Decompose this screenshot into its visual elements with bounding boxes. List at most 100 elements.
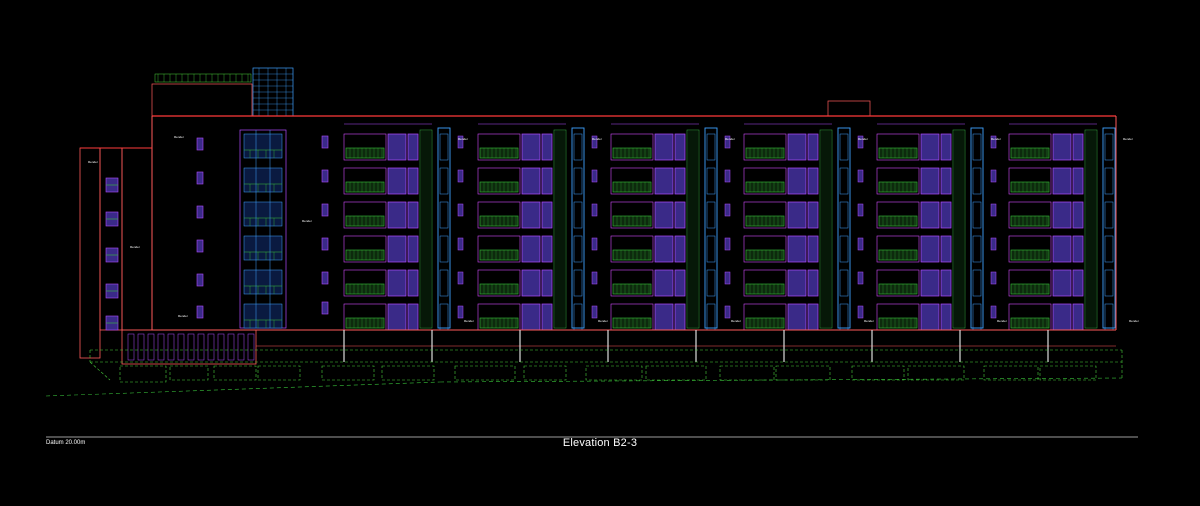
balcony-rail: [878, 283, 918, 295]
apartment-window: [920, 133, 940, 161]
balcony-rail: [479, 181, 519, 193]
roof-hatch: [827, 100, 871, 117]
stair-window: [990, 203, 997, 217]
apartment-bay: [743, 123, 864, 331]
apartment-bay: [610, 123, 731, 331]
balcony-frame: [343, 133, 387, 161]
apartment-bay: [477, 123, 598, 331]
cladding-column: [704, 127, 718, 329]
louvre-screen: [819, 129, 833, 329]
material-label: Render: [88, 160, 98, 164]
stair-window: [457, 135, 464, 149]
apartment-window: [654, 167, 674, 195]
balcony-frame: [743, 201, 787, 229]
stair-window: [724, 271, 731, 285]
balcony-rail: [612, 317, 652, 329]
planter-bed: [523, 365, 567, 381]
apartment-window: [787, 201, 807, 229]
stair-window: [321, 169, 329, 183]
wing-outer: [79, 147, 101, 359]
apartment-window: [920, 269, 940, 297]
roof-railing: [154, 73, 252, 83]
balcony-rail: [878, 317, 918, 329]
podium: [121, 329, 1116, 365]
apartment-window: [674, 303, 686, 331]
apartment-window: [1072, 167, 1084, 195]
apartment-window: [674, 167, 686, 195]
balcony-frame: [343, 201, 387, 229]
material-label: Render: [1129, 319, 1139, 323]
apartment-window: [940, 133, 952, 161]
stair-window: [724, 169, 731, 183]
stair-window: [990, 169, 997, 183]
balcony-rail: [878, 249, 918, 261]
stair-window: [857, 135, 864, 149]
apartment-window: [387, 201, 407, 229]
apartment-window: [521, 201, 541, 229]
apartment-window: [940, 201, 952, 229]
balcony-rail: [1010, 317, 1050, 329]
balcony-rail: [878, 215, 918, 227]
stair-window: [857, 305, 864, 319]
material-label: Render: [458, 137, 468, 141]
apartment-window: [387, 167, 407, 195]
balcony-frame: [743, 235, 787, 263]
balcony-frame: [743, 133, 787, 161]
apartment-window: [674, 133, 686, 161]
planter-bed: [645, 365, 707, 381]
balcony-rail: [479, 283, 519, 295]
cladding-column: [571, 127, 585, 329]
balcony-frame: [477, 201, 521, 229]
apartment-window: [654, 133, 674, 161]
balcony-frame: [343, 235, 387, 263]
apartment-window: [1072, 303, 1084, 331]
balcony-frame: [610, 269, 654, 297]
roof-plant-room: [151, 83, 253, 117]
planter-bed: [169, 365, 209, 381]
balcony-rail: [745, 249, 785, 261]
stair-window: [990, 271, 997, 285]
balcony-rail: [479, 147, 519, 159]
ground-landscape: [89, 349, 1123, 383]
balcony-rail: [479, 215, 519, 227]
balcony-rail: [345, 317, 385, 329]
balcony-rail: [1010, 181, 1050, 193]
apartment-window: [541, 167, 553, 195]
stair-window: [591, 169, 598, 183]
apartment-window: [920, 303, 940, 331]
ground-slope: [45, 381, 441, 397]
material-label: Render: [592, 137, 602, 141]
stair-window: [196, 305, 204, 319]
balcony-frame: [1008, 269, 1052, 297]
apartment-window: [674, 201, 686, 229]
stair-window: [857, 237, 864, 251]
balcony-frame: [876, 269, 920, 297]
left-wing: [79, 147, 153, 359]
cladding-column: [1102, 127, 1116, 329]
balcony-rail: [479, 249, 519, 261]
balcony-frame: [610, 167, 654, 195]
planter-bed: [585, 365, 643, 381]
planter-bed: [983, 365, 1039, 381]
balcony-frame: [876, 201, 920, 229]
balcony-frame: [477, 167, 521, 195]
material-label: Render: [178, 314, 188, 318]
planter-bed: [119, 365, 167, 383]
stair-window: [724, 237, 731, 251]
louvre-screen: [419, 129, 433, 329]
balcony-frame: [1008, 167, 1052, 195]
stair-window: [196, 273, 204, 287]
stair-window: [321, 301, 329, 315]
apartment-window: [1072, 269, 1084, 297]
stair-window: [990, 237, 997, 251]
balcony-rail: [479, 317, 519, 329]
balcony-frame: [876, 235, 920, 263]
material-label: Render: [731, 319, 741, 323]
apartment-window: [940, 235, 952, 263]
balcony-frame: [1008, 235, 1052, 263]
balcony-rail: [345, 215, 385, 227]
stair-window: [990, 135, 997, 149]
wing-mid: [99, 147, 123, 331]
louvre-screen: [1084, 129, 1098, 329]
apartment-window: [807, 269, 819, 297]
